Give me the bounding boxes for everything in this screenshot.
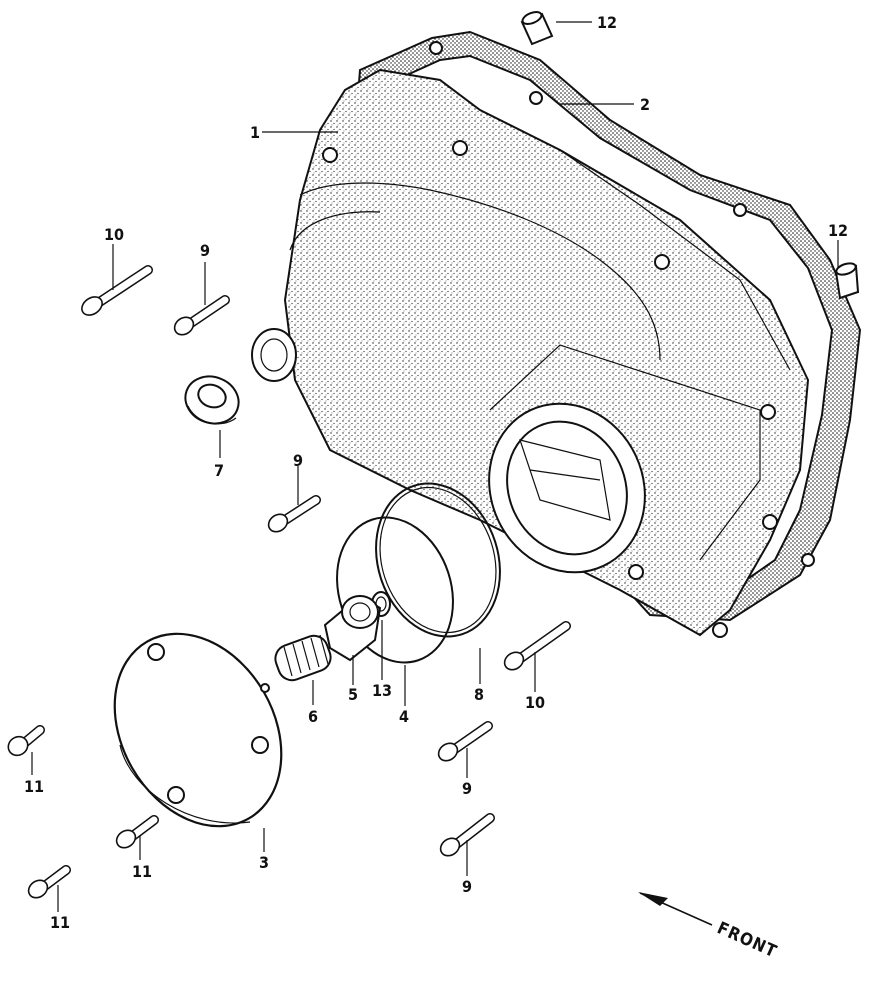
front-arrow: FRONT bbox=[638, 892, 780, 962]
spring-part-6 bbox=[274, 634, 332, 682]
callout-13: 13 bbox=[372, 681, 392, 700]
callout-4: 4 bbox=[399, 707, 409, 726]
cap-part-5 bbox=[323, 594, 382, 662]
callout-11-middle: 11 bbox=[132, 862, 152, 881]
dowel-pin-part-12-right bbox=[834, 262, 860, 300]
screw-part-9-lower-right bbox=[437, 721, 493, 762]
screw-part-9-bottom bbox=[439, 813, 495, 857]
oil-seal-part-7 bbox=[184, 375, 240, 425]
callout-6: 6 bbox=[308, 707, 318, 726]
callout-8: 8 bbox=[474, 685, 484, 704]
dowel-pin-part-12-top bbox=[520, 11, 554, 46]
screw-part-10-right bbox=[503, 621, 571, 671]
callout-9-bottom: 9 bbox=[462, 877, 472, 896]
front-label: FRONT bbox=[714, 918, 780, 962]
callout-10-right: 10 bbox=[525, 693, 545, 712]
callout-7: 7 bbox=[214, 461, 224, 480]
screw-part-9-middle bbox=[267, 495, 321, 533]
cover-part-1 bbox=[251, 68, 810, 638]
callout-11-bottom: 11 bbox=[50, 913, 70, 932]
callout-1: 1 bbox=[250, 123, 260, 142]
screw-part-11-middle bbox=[115, 815, 159, 849]
callout-12-right: 12 bbox=[828, 221, 848, 240]
callout-3: 3 bbox=[259, 853, 269, 872]
callout-12-top: 12 bbox=[597, 13, 617, 32]
screw-part-11-left bbox=[7, 725, 45, 757]
callout-9-lower-right: 9 bbox=[462, 779, 472, 798]
callout-5: 5 bbox=[348, 685, 358, 704]
callout-9-middle: 9 bbox=[293, 451, 303, 470]
screw-part-10-upper-left bbox=[81, 265, 153, 316]
callout-11-left: 11 bbox=[24, 777, 44, 796]
callout-9-upper: 9 bbox=[200, 241, 210, 260]
leader-lines bbox=[31, 21, 839, 912]
screw-part-11-bottom bbox=[27, 865, 71, 899]
callout-10-upper-left: 10 bbox=[104, 225, 124, 244]
cover-plate-part-3 bbox=[113, 632, 283, 828]
callout-2: 2 bbox=[640, 95, 650, 114]
screw-part-9-upper bbox=[173, 295, 230, 336]
o-ring-part-8 bbox=[375, 482, 501, 638]
